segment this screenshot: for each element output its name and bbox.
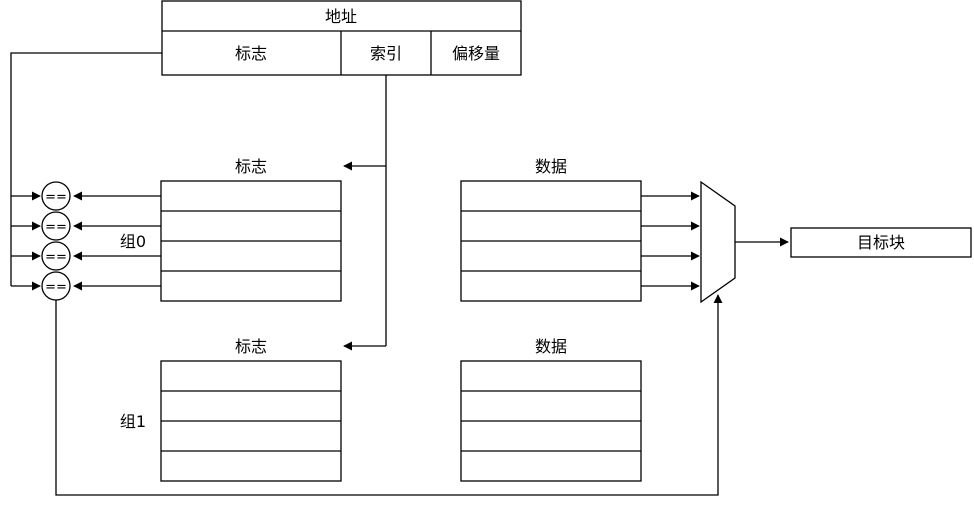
set0-data-title: 数据 [535,157,567,176]
set1-data-title: 数据 [535,337,567,356]
address-tag-field: 标志 [235,44,267,63]
comparator-3: == [41,271,71,301]
multiplexer [700,180,736,304]
set0-data-array: 数据 [460,157,642,302]
comparator-2-symbol: == [45,250,67,265]
address-index-field: 索引 [370,44,402,63]
tag-bus [10,52,162,291]
comparators: == == == == [41,181,71,301]
output-block: 目标块 [790,227,972,258]
data-to-mux-wires [641,191,700,291]
output-label: 目标块 [857,233,905,252]
address-title: 地址 [325,7,357,26]
set0-tag-to-comparator-wires [73,191,161,291]
set1-data-array: 数据 [460,337,642,482]
set0-tag-title: 标志 [235,157,267,176]
hit-select-wire [55,294,723,496]
comparator-2: == [41,241,71,271]
set1-label: 组1 [120,412,146,431]
index-wires [343,75,387,351]
address-block: 地址 标志 索引 偏移量 [161,0,522,76]
set0-label: 组0 [120,232,146,251]
set1-tag-array: 标志 [160,337,342,482]
comparator-0-symbol: == [45,190,67,205]
set0-tag-array: 标志 [160,157,342,302]
address-offset-field: 偏移量 [452,44,500,63]
comparator-0: == [41,181,71,211]
set1-tag-title: 标志 [235,337,267,356]
comparator-1: == [41,211,71,241]
comparator-3-symbol: == [45,280,67,295]
comparator-1-symbol: == [45,220,67,235]
